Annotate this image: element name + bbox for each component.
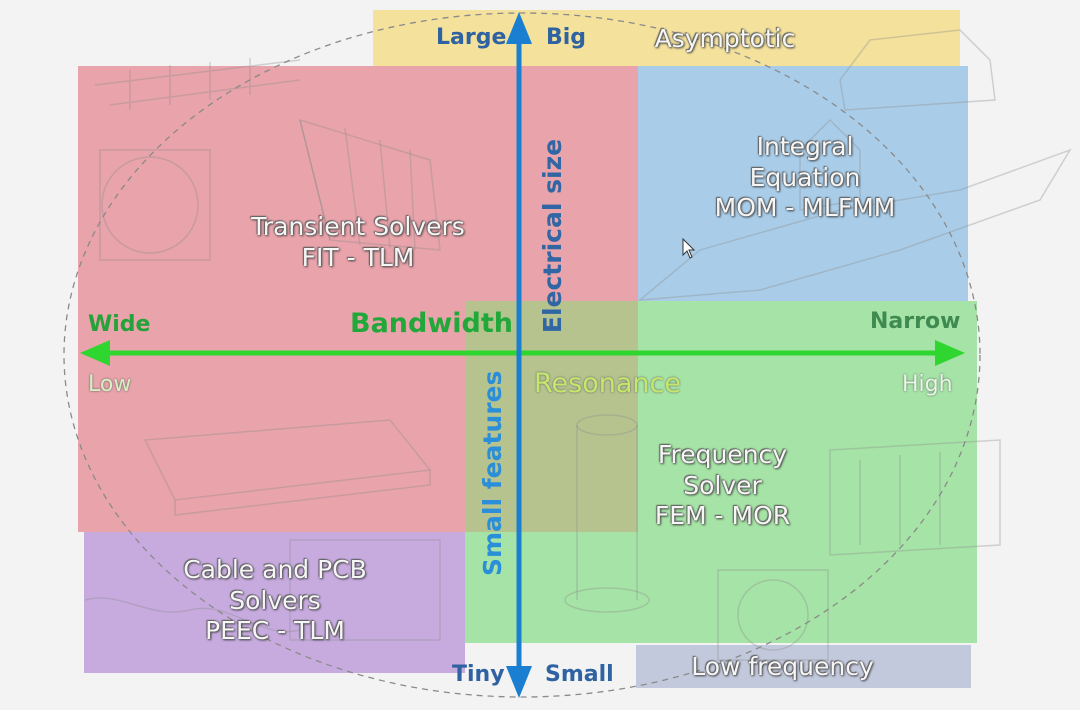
resonance-title: Resonance [534,368,681,399]
mouse-cursor-icon [682,238,696,259]
frequency-line-3: FEM - MOR [654,501,791,530]
wide-label: Wide [88,312,151,337]
cable-region [84,532,465,673]
large-label: Large [436,25,507,50]
small-label: Small [545,662,614,687]
tiny-label: Tiny [452,662,505,687]
narrow-label: Narrow [870,309,961,334]
cable-line-2: Solvers [229,585,321,615]
frequency-line-2: Solver [683,470,762,500]
cable-pcb-solvers-label: Cable and PCB Solvers PEEC - TLM [150,555,400,647]
cable-line-3: PEEC - TLM [205,616,345,645]
low-label: Low [88,372,132,397]
integral-line-1: Integral [756,132,854,161]
overlap-region [465,301,638,532]
small-features-title: Small features [478,370,507,576]
frequency-line-1: Frequency [657,440,788,469]
bandwidth-title: Bandwidth [350,308,514,339]
low-frequency-label: Low frequency [691,652,874,681]
asymptotic-region [373,10,960,68]
transient-solvers-label: Transient Solvers FIT - TLM [218,212,498,273]
frequency-solver-label: Frequency Solver FEM - MOR [620,440,825,532]
transient-line-1: Transient Solvers [251,212,465,241]
electrical-size-title: Electrical size [538,138,567,334]
cable-line-1: Cable and PCB [183,555,367,584]
asymptotic-label: Asymptotic [654,24,796,53]
integral-equation-label: Integral Equation MOM - MLFMM [680,132,930,224]
big-label: Big [546,25,587,50]
integral-region [638,66,968,303]
integral-line-3: MOM - MLFMM [714,193,896,222]
high-label: High [902,372,953,397]
low-frequency-region [636,645,971,688]
transient-line-2: FIT - TLM [301,242,415,272]
integral-line-2: Equation [749,162,861,192]
